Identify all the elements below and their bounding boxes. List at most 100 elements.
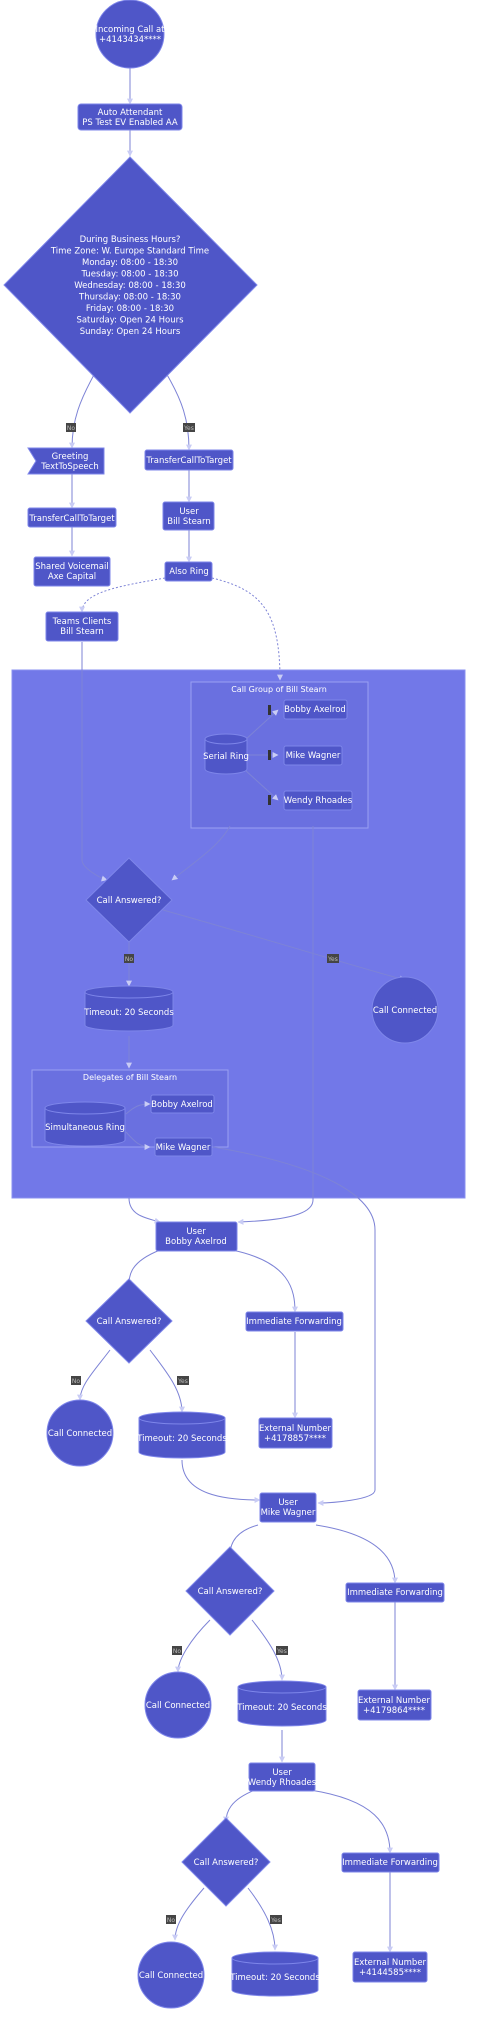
- edge-outer-user-bobby: [128, 1197, 161, 1224]
- ext-num-1-label: External Number+4178857****: [259, 1424, 332, 1444]
- timeout-2-label: Timeout: 20 Seconds: [136, 1434, 227, 1444]
- immediate-fwd-1-label: Immediate Forwarding: [246, 1317, 342, 1327]
- ext-num-3-label: External Number+4144585****: [354, 1958, 427, 1978]
- serial-ring-label: Serial Ring: [203, 752, 249, 762]
- call-connected-4-label: Call Connected: [139, 1971, 203, 1981]
- incoming-call-node: [95, 0, 165, 69]
- greeting-node: [27, 447, 105, 475]
- serial-ring-node: [204, 733, 248, 775]
- edge-wendy-answered: [223, 1789, 256, 1823]
- edge-del-mike-mike: [212, 1146, 376, 1506]
- edge-also-ring-callgroup: [211, 577, 283, 681]
- call-answered-2-decision: [85, 1278, 173, 1364]
- also-ring-label: Also Ring: [169, 567, 209, 577]
- business-hours-decision: [3, 156, 258, 414]
- delegates-title: Delegates of Bill Stearn: [83, 1073, 177, 1082]
- transfer-right-node: [144, 449, 234, 471]
- edge-teams-answered: [81, 642, 108, 882]
- del-mike-label: Mike Wagner: [156, 1143, 211, 1153]
- incoming-call-label: Incoming Call at+4143434****: [95, 25, 165, 45]
- del-mike-node: [154, 1137, 213, 1157]
- simultaneous-ring-label: Simultaneous Ring: [45, 1123, 125, 1133]
- edge-serial-wendy: [244, 769, 279, 801]
- edge-mike-fwd: [315, 1524, 398, 1584]
- timeout-2-node: [138, 1411, 226, 1459]
- edge-serial-bobby: [244, 709, 279, 741]
- edge-answered4-no: [172, 1887, 205, 1941]
- edge-label-yes: Yes: [270, 1917, 281, 1924]
- immediate-fwd-2-label: Immediate Forwarding: [347, 1588, 443, 1598]
- del-bobby-label: Bobby Axelrod: [151, 1100, 213, 1110]
- business-hours-label: During Business Hours?Time Zone: W. Euro…: [50, 235, 209, 337]
- edge-wendy-user-bobby: [237, 826, 314, 1225]
- call-answered-3-decision: [185, 1546, 275, 1636]
- immediate-fwd-3-node: [341, 1852, 440, 1873]
- edge-hours-yes: [165, 372, 192, 451]
- ext-num-2-label: External Number+4179864****: [358, 1696, 431, 1716]
- call-connected-2-node: [46, 1399, 114, 1467]
- call-connected-1-node: [371, 976, 439, 1044]
- edge-hours-no: [69, 372, 96, 449]
- edge-label-yes: Yes: [327, 956, 338, 963]
- edge-label-no: No: [67, 425, 75, 432]
- edge-label-no: No: [125, 956, 133, 963]
- edge-answered2-no: [77, 1349, 111, 1401]
- edge-bobby-answered: [126, 1249, 161, 1287]
- timeout-4-label: Timeout: 20 Seconds: [229, 1973, 320, 1983]
- call-connected-2-label: Call Connected: [48, 1429, 112, 1439]
- call-connected-3-node: [144, 1671, 212, 1739]
- ext-num-3-node: [352, 1951, 428, 1983]
- immediate-fwd-3-label: Immediate Forwarding: [342, 1858, 438, 1868]
- call-connected-3-label: Call Connected: [146, 1701, 210, 1711]
- edge-callgroup-answered: [171, 825, 231, 881]
- user-bobby-node: [155, 1221, 238, 1252]
- edge-answered3-yes: [251, 1619, 285, 1681]
- immediate-fwd-1-node: [245, 1311, 344, 1332]
- teams-clients-node: [45, 611, 119, 642]
- transfer-left-label: TransferCallToTarget: [28, 514, 115, 524]
- timeout-3-label: Timeout: 20 Seconds: [236, 1703, 327, 1713]
- immediate-fwd-2-node: [345, 1582, 445, 1603]
- edge-label-yes: Yes: [177, 1378, 188, 1385]
- timeout-1-node: [84, 985, 174, 1032]
- call-answered-1-label: Call Answered?: [97, 896, 162, 906]
- call-answered-4-label: Call Answered?: [194, 1858, 259, 1868]
- timeout-1-label: Timeout: 20 Seconds: [83, 1008, 174, 1018]
- call-connected-4-node: [137, 1941, 205, 2009]
- edge-sim-bobby: [125, 1101, 151, 1115]
- edge-answered2-yes: [149, 1349, 185, 1413]
- user-wendy-node: [248, 1762, 316, 1792]
- call-connected-1-label: Call Connected: [373, 1006, 437, 1016]
- call-answered-1-decision: [85, 857, 173, 943]
- ext-num-2-node: [357, 1689, 432, 1721]
- call-answered-2-label: Call Answered?: [97, 1317, 162, 1327]
- edge-timeout2-mike: [181, 1459, 261, 1503]
- user-mike-node: [259, 1492, 317, 1523]
- simultaneous-ring-node: [44, 1101, 126, 1147]
- cg-wendy-node: [283, 790, 353, 811]
- timeout-3-node: [237, 1680, 327, 1727]
- shared-voicemail-node: [33, 556, 111, 587]
- edge-label-no: No: [72, 1378, 80, 1385]
- edge-label-yes: Yes: [183, 425, 194, 432]
- also-ring-node: [164, 561, 213, 582]
- del-bobby-node: [150, 1094, 215, 1114]
- edge-answered4-yes: [247, 1887, 278, 1951]
- edge-also-ring-teams: [79, 577, 166, 613]
- transfer-left-node: [27, 507, 117, 528]
- cg-bobby-node: [283, 699, 348, 720]
- cg-mike-node: [283, 745, 343, 766]
- user-bill-node: [162, 501, 215, 531]
- edge-wendy-fwd: [309, 1789, 393, 1854]
- edge-answered3-no: [175, 1619, 211, 1673]
- edge-answered1-yes: [162, 909, 406, 982]
